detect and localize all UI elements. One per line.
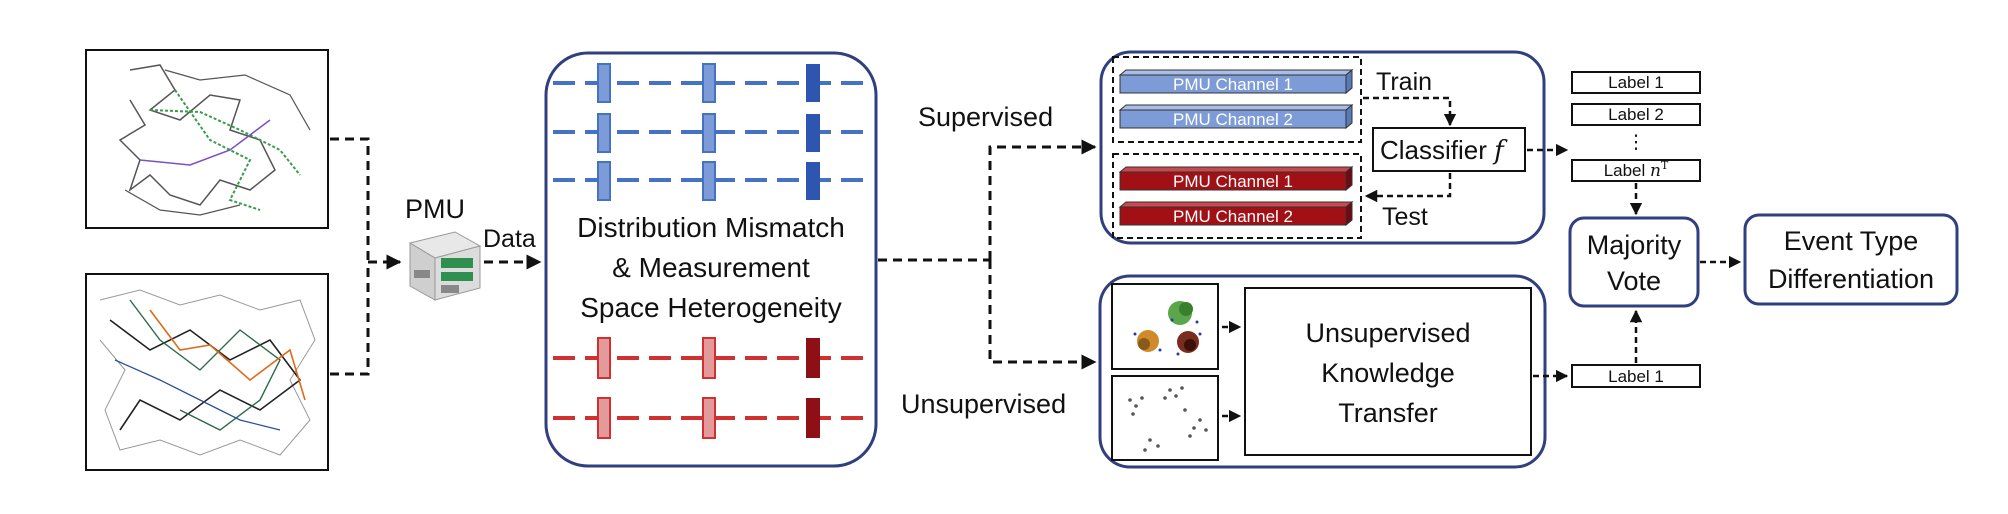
clustered-scatter-thumbnail <box>1111 283 1219 370</box>
distribution-mismatch-panel <box>544 51 878 468</box>
train-channel-1-label: PMU Channel 1 <box>1173 75 1293 94</box>
train-channel-2-label: PMU Channel 2 <box>1173 110 1293 129</box>
label-n-box <box>1571 159 1701 182</box>
network-map-top <box>85 49 329 229</box>
center-title-line2: & Measurement <box>612 252 810 283</box>
train-channel-2-bar: PMU Channel 2 <box>1118 103 1354 130</box>
unsupervised-line2: Knowledge <box>1321 358 1455 388</box>
event-type-box <box>1743 213 1959 306</box>
center-title-line3: Space Heterogeneity <box>580 292 842 323</box>
pmu-label: PMU <box>405 194 465 224</box>
label-2-text: Label 2 <box>1608 105 1664 124</box>
majority-vote-box <box>1568 216 1700 308</box>
test-channel-2-bar: PMU Channel 2 <box>1118 200 1354 227</box>
supervised-label: Supervised <box>918 102 1053 132</box>
network-map-bottom <box>85 273 329 471</box>
unsupervised-line1: Unsupervised <box>1305 318 1470 348</box>
red-measurement-lines <box>553 337 872 439</box>
label-n-text: Label nT <box>1604 159 1669 181</box>
label-1-box <box>1571 71 1701 94</box>
unsup-label-box <box>1571 364 1701 388</box>
data-label: Data <box>483 225 536 253</box>
majority-vote-line1: Majority <box>1587 230 1682 260</box>
unclustered-scatter-thumbnail <box>1111 375 1219 461</box>
label-1-text: Label 1 <box>1608 73 1664 92</box>
test-channel-1-label: PMU Channel 1 <box>1173 172 1293 191</box>
center-title-line1: Distribution Mismatch <box>577 212 845 243</box>
event-type-line1: Event Type <box>1784 226 1919 256</box>
test-label: Test <box>1382 203 1428 231</box>
train-channel-1-bar: PMU Channel 1 <box>1118 68 1354 95</box>
unsup-label-text: Label 1 <box>1608 367 1664 386</box>
event-type-line2: Differentiation <box>1768 264 1934 294</box>
label-ellipsis: ⋮ <box>1627 132 1646 153</box>
majority-vote-line2: Vote <box>1607 266 1661 296</box>
classifier-label: Classifier f <box>1380 135 1508 166</box>
unsupervised-label: Unsupervised <box>901 389 1066 419</box>
supervised-panel <box>1099 50 1546 245</box>
blue-measurement-lines <box>553 63 872 201</box>
test-channel-2-label: PMU Channel 2 <box>1173 207 1293 226</box>
test-channel-1-bar: PMU Channel 1 <box>1118 165 1354 192</box>
label-2-box <box>1571 103 1701 126</box>
train-label: Train <box>1376 68 1432 96</box>
unsupervised-line3: Transfer <box>1338 398 1438 428</box>
pmu-device-icon <box>408 231 482 301</box>
classifier-box <box>1372 127 1526 172</box>
unsupervised-knowledge-transfer-box <box>1244 287 1532 456</box>
